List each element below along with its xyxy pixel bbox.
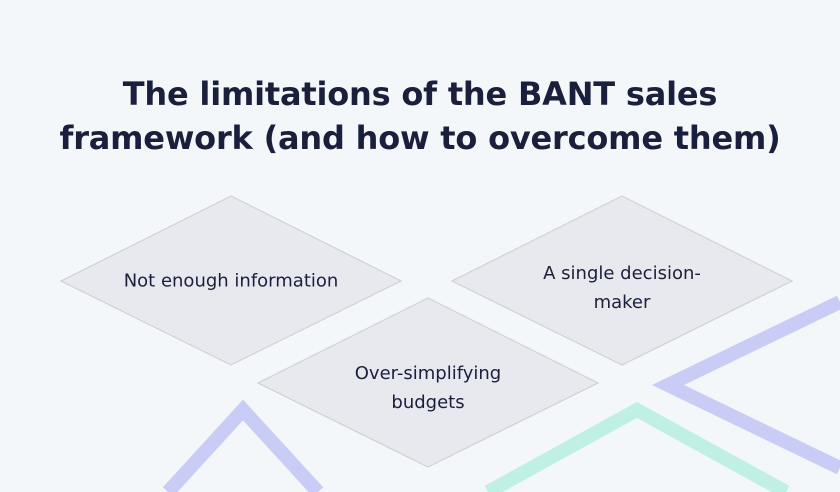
label-line: maker: [593, 292, 651, 313]
label-not-enough-information: Not enough information: [124, 267, 339, 296]
diamond-single-decision-maker: [450, 195, 794, 366]
diamond-not-enough-information: [59, 195, 403, 366]
label-over-simplifying-budgets: Over-simplifying budgets: [355, 359, 502, 417]
diamond-over-simplifying-budgets: [256, 297, 600, 468]
label-line: A single decision-: [543, 263, 701, 284]
title-line-1: The limitations of the BANT sales: [122, 75, 718, 113]
decorative-chevrons: [162, 295, 840, 492]
title-line-2: framework (and how to overcome them): [59, 119, 781, 157]
chevron-purple-left: [162, 399, 324, 492]
label-line: budgets: [391, 392, 465, 413]
label-line: Over-simplifying: [354, 363, 502, 384]
label-line: Not enough information: [123, 270, 339, 292]
chevron-purple-right: [651, 295, 840, 475]
limitation-diamonds: [59, 195, 794, 468]
chevron-mint-center: [484, 402, 790, 492]
label-single-decision-maker: A single decision- maker: [543, 259, 701, 317]
diagram-title: The limitations of the BANT sales framew…: [0, 72, 840, 160]
